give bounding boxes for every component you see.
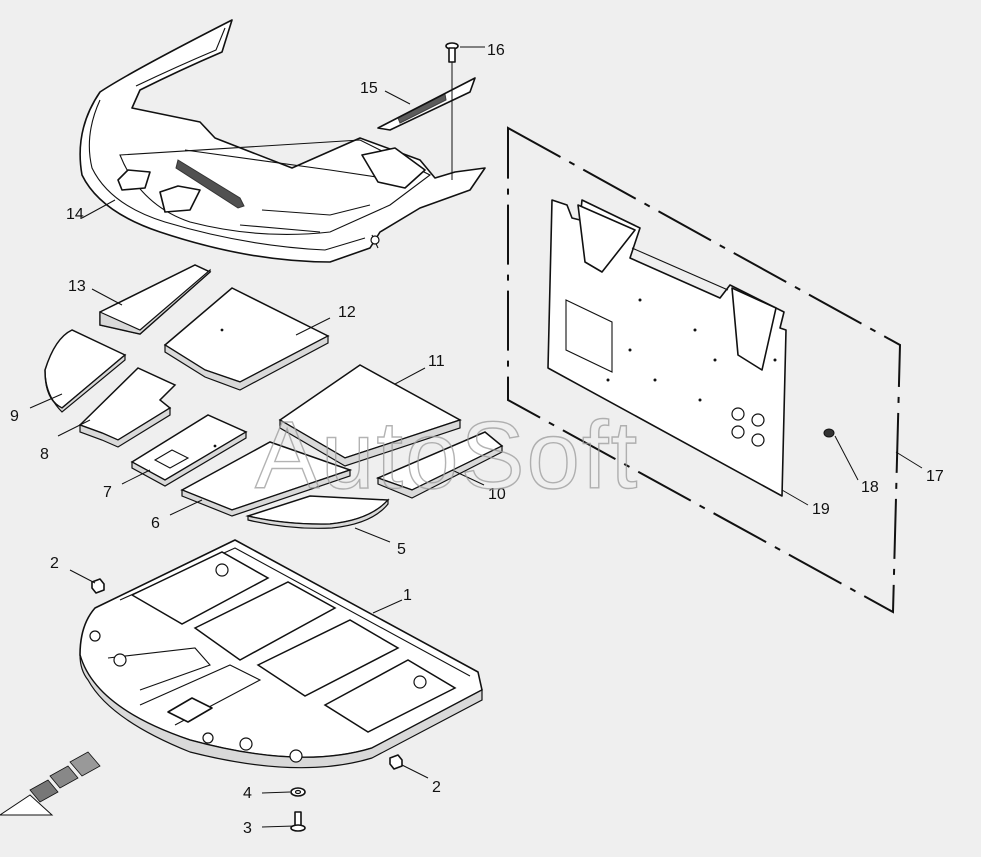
part-4-washer bbox=[290, 787, 306, 797]
watermark-text: AutoSoft bbox=[255, 402, 639, 509]
part-9-pad bbox=[44, 329, 127, 413]
part-18-grommet bbox=[823, 428, 835, 438]
callout-10: 10 bbox=[488, 486, 506, 503]
callout-9: 9 bbox=[10, 408, 19, 425]
part-11-pad bbox=[278, 364, 462, 467]
callout-17: 17 bbox=[926, 468, 944, 485]
callout-12: 12 bbox=[338, 304, 356, 321]
part-2-nut-right bbox=[389, 754, 403, 770]
callout-2-right: 2 bbox=[432, 779, 441, 796]
part-19-rear-panel bbox=[547, 199, 787, 497]
part-8-pad bbox=[78, 367, 177, 448]
part-15-badge bbox=[377, 77, 476, 131]
part-6-pad bbox=[180, 441, 353, 517]
callout-6: 6 bbox=[151, 515, 160, 532]
part-13-pad bbox=[99, 264, 212, 335]
front-direction-arrow-icon bbox=[0, 751, 101, 816]
callout-13: 13 bbox=[68, 278, 86, 295]
callout-7: 7 bbox=[103, 484, 112, 501]
callout-18: 18 bbox=[861, 479, 879, 496]
part-3-screw bbox=[290, 811, 306, 832]
part-17-frame bbox=[507, 126, 902, 614]
callout-4: 4 bbox=[243, 785, 252, 802]
callout-15: 15 bbox=[360, 80, 378, 97]
part-7-pad bbox=[130, 414, 248, 487]
callout-labels: 1 2 2 3 4 5 6 7 8 9 10 11 12 13 14 15 16… bbox=[10, 42, 944, 837]
part-10-pad bbox=[375, 431, 504, 499]
callout-19: 19 bbox=[812, 501, 830, 518]
callout-8: 8 bbox=[40, 446, 49, 463]
part-12-pad bbox=[163, 287, 330, 391]
callout-1: 1 bbox=[403, 587, 412, 604]
callout-3: 3 bbox=[243, 820, 252, 837]
callout-16: 16 bbox=[487, 42, 505, 59]
part-1-base-panel bbox=[79, 539, 483, 769]
callout-5: 5 bbox=[397, 541, 406, 558]
part-14-upper-panel bbox=[79, 19, 486, 263]
part-5-pad bbox=[245, 495, 390, 529]
part-16-screw bbox=[445, 42, 459, 180]
callout-14: 14 bbox=[66, 206, 84, 223]
part-2-nut-left bbox=[91, 578, 105, 594]
leader-lines bbox=[29, 46, 923, 828]
callout-11: 11 bbox=[428, 353, 445, 370]
callout-2-left: 2 bbox=[50, 555, 59, 572]
